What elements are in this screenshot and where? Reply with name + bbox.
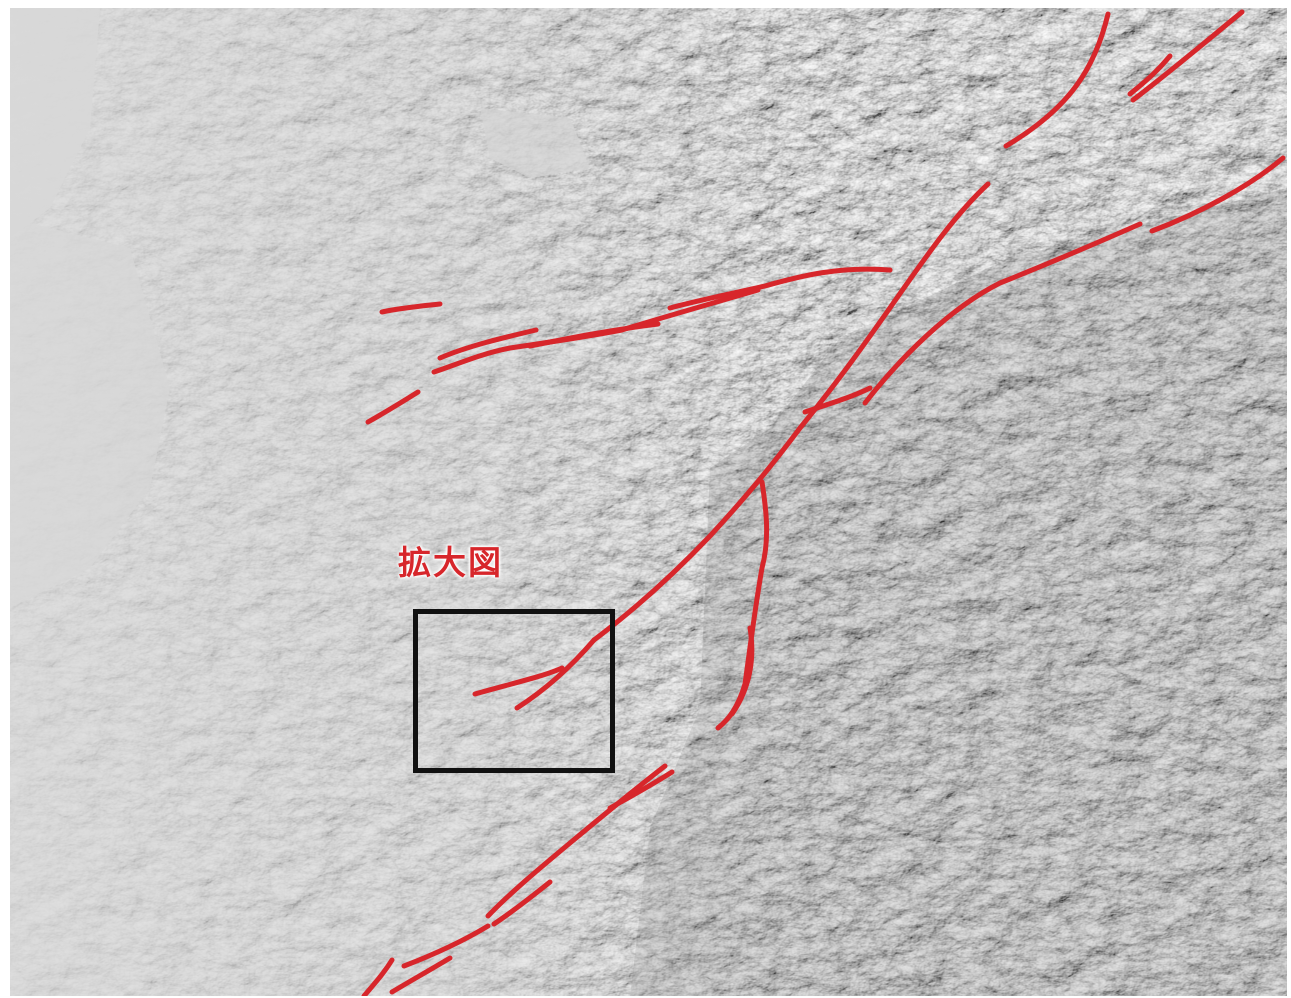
fault-west-3 xyxy=(527,321,661,349)
fault-south-7 xyxy=(361,957,395,996)
fault-branch-west xyxy=(472,665,565,697)
fault-east-3 xyxy=(802,385,873,415)
fault-south-6 xyxy=(389,955,453,995)
hillshade-map xyxy=(10,8,1287,996)
plain-gradient xyxy=(10,8,1287,996)
mountain-mass xyxy=(630,188,1287,996)
fault-south-1b xyxy=(729,625,755,717)
enlarged-view-box[interactable] xyxy=(413,609,615,773)
fault-west-4 xyxy=(437,327,539,361)
fault-west-1 xyxy=(667,266,893,311)
fault-east xyxy=(1149,155,1286,234)
fault-south-5 xyxy=(401,923,491,969)
fault-west-5 xyxy=(379,301,443,315)
fault-northeast xyxy=(1130,9,1245,103)
fault-west-6 xyxy=(365,389,421,425)
enlarged-view-label: 拡大図 xyxy=(398,543,503,582)
fault-main-branch xyxy=(514,637,597,711)
fault-main-north xyxy=(1003,11,1111,149)
terrain-svg xyxy=(10,8,1287,996)
fault-northeast-2 xyxy=(1127,53,1173,97)
fault-south-3 xyxy=(485,763,668,919)
fault-main-central xyxy=(591,181,991,643)
fault-south-4 xyxy=(491,879,553,927)
fault-east-2 xyxy=(862,221,1143,406)
fault-lines xyxy=(361,9,1286,996)
